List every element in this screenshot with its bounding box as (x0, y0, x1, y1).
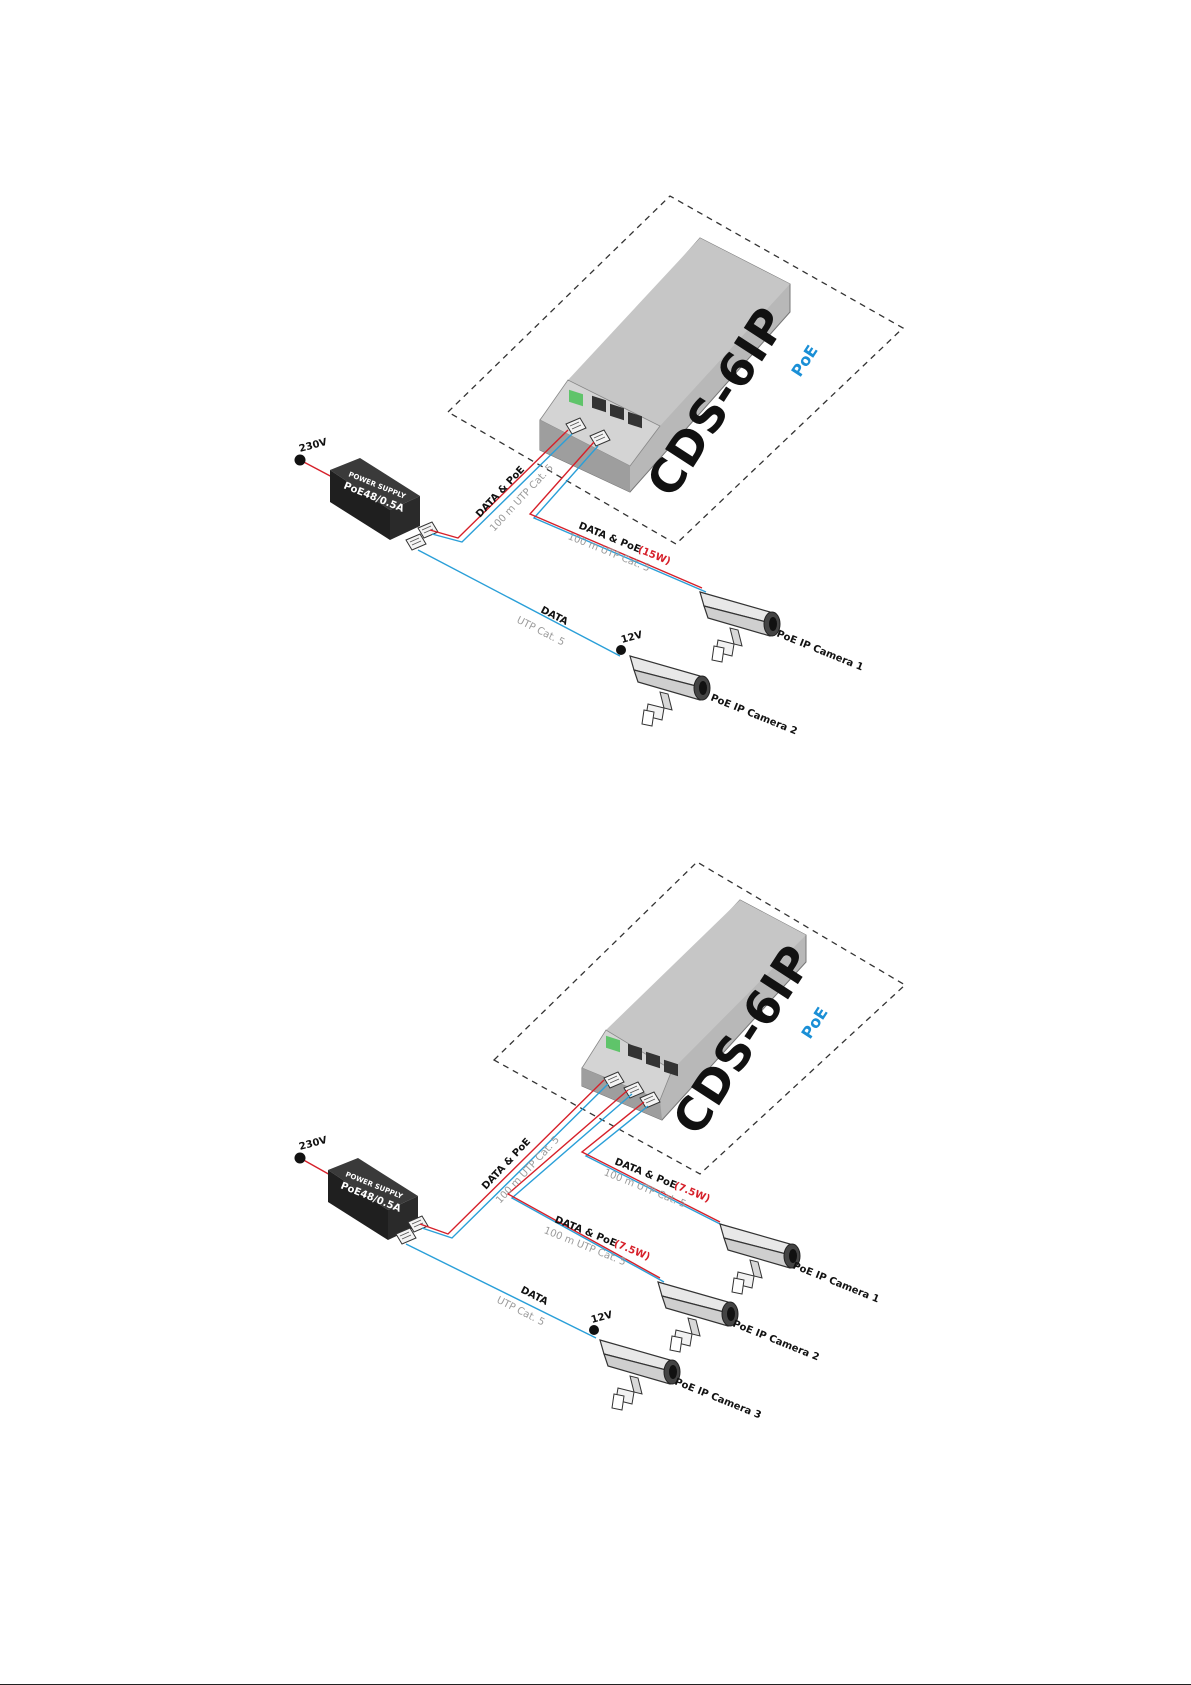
mains-plug-dot-2 (294, 1152, 306, 1164)
cables-2 (405, 1079, 725, 1339)
mains-plug-dot (294, 454, 306, 466)
diagram-2: CDS-6IP PoE 230V POWER SUPPLY PoE48/0.5A… (294, 861, 907, 1422)
diagram-1: CDS-6IP PoE 230V POWER SUPPLY PoE48/0.5A… (294, 195, 905, 738)
mains-cable-2 (299, 1157, 333, 1177)
switch-logo-suffix: PoE (787, 342, 821, 381)
switch-device-2 (581, 899, 807, 1121)
camera2-2-label: PoE IP Camera 2 (731, 1319, 821, 1364)
mains-voltage-label: 230V (298, 437, 329, 455)
camera2-3-icon (599, 1339, 681, 1411)
cable2-cam1-label: DATA & PoE (7.5W) 100 m UTP Cat. 5 (602, 1157, 711, 1211)
power-supply-1: POWER SUPPLY PoE48/0.5A (330, 458, 439, 551)
cable2-cam3-title: DATA (519, 1285, 550, 1308)
camera-2-icon (629, 655, 711, 727)
camera2-1-label: PoE IP Camera 1 (791, 1261, 881, 1306)
camera2-2-icon (657, 1281, 739, 1353)
cam3-power-label: 12V (590, 1310, 614, 1326)
switch-logo-suffix-2: PoE (797, 1004, 831, 1043)
mains-voltage-label-2: 230V (298, 1135, 329, 1153)
switch-zone-outline (446, 195, 905, 545)
camera-2-label: PoE IP Camera 2 (709, 693, 799, 738)
switch-zone-outline-2 (492, 861, 907, 1175)
cable-cam2-title: DATA (539, 605, 570, 628)
power-supply-2: POWER SUPPLY PoE48/0.5A (328, 1158, 429, 1245)
camera-1-label: PoE IP Camera 1 (775, 629, 865, 674)
camera2-3-label: PoE IP Camera 3 (673, 1377, 763, 1422)
cam2-power-dot (616, 645, 626, 655)
mains-cable (299, 459, 335, 479)
camera-1-icon (699, 591, 781, 663)
cam3-power-dot (589, 1325, 599, 1335)
cam2-power-label: 12V (620, 630, 644, 646)
camera2-1-icon (719, 1223, 801, 1295)
switch-device-1 (539, 237, 791, 493)
cables-1 (417, 429, 707, 657)
